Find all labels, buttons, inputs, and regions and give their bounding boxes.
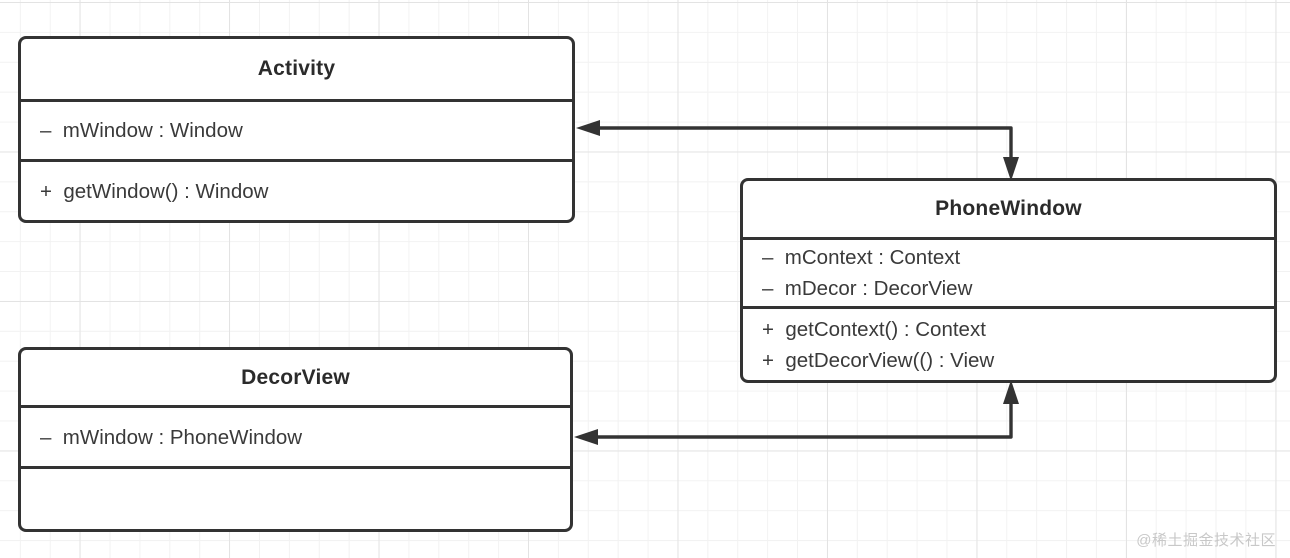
connector-line: [590, 396, 1013, 439]
class-operation: + getWindow() : Window: [40, 179, 269, 203]
class-operation: + getDecorView(() : View: [762, 348, 995, 372]
class-attribute: – mDecor : DecorView: [762, 277, 973, 300]
connector-line: [594, 126, 1013, 165]
class-attributes-activity: – mWindow : Window: [21, 99, 572, 159]
class-box-activity[interactable]: Activity – mWindow : Window + getWindow(…: [18, 36, 575, 223]
class-attributes-decorview: – mWindow : PhoneWindow: [21, 405, 570, 466]
class-attributes-phonewindow: – mContext : Context – mDecor : DecorVie…: [743, 237, 1274, 306]
class-operation: + getContext() : Context: [762, 317, 986, 341]
class-operations-activity: + getWindow() : Window: [21, 159, 572, 220]
watermark-text: @稀土掘金技术社区: [1136, 532, 1276, 549]
class-attribute: – mWindow : Window: [40, 119, 243, 142]
connector-phonewindow-decorview[interactable]: [574, 380, 1019, 445]
class-operations-phonewindow: + getContext() : Context + getDecorView(…: [743, 306, 1274, 380]
class-title-decorview: DecorView: [241, 365, 350, 389]
class-operations-decorview: [21, 466, 570, 529]
class-title-phonewindow: PhoneWindow: [935, 197, 1082, 220]
class-attribute: – mContext : Context: [762, 246, 961, 269]
class-attribute: – mWindow : PhoneWindow: [40, 425, 303, 449]
class-box-decorview[interactable]: DecorView – mWindow : PhoneWindow: [18, 347, 573, 532]
class-title-activity: Activity: [257, 57, 336, 80]
class-box-phonewindow[interactable]: PhoneWindow – mContext : Context – mDeco…: [740, 178, 1277, 383]
arrowhead-up-icon: [1003, 380, 1019, 404]
arrowhead-left-icon: [574, 429, 598, 445]
arrowhead-left-icon: [576, 120, 600, 136]
connector-activity-phonewindow[interactable]: [576, 120, 1019, 181]
